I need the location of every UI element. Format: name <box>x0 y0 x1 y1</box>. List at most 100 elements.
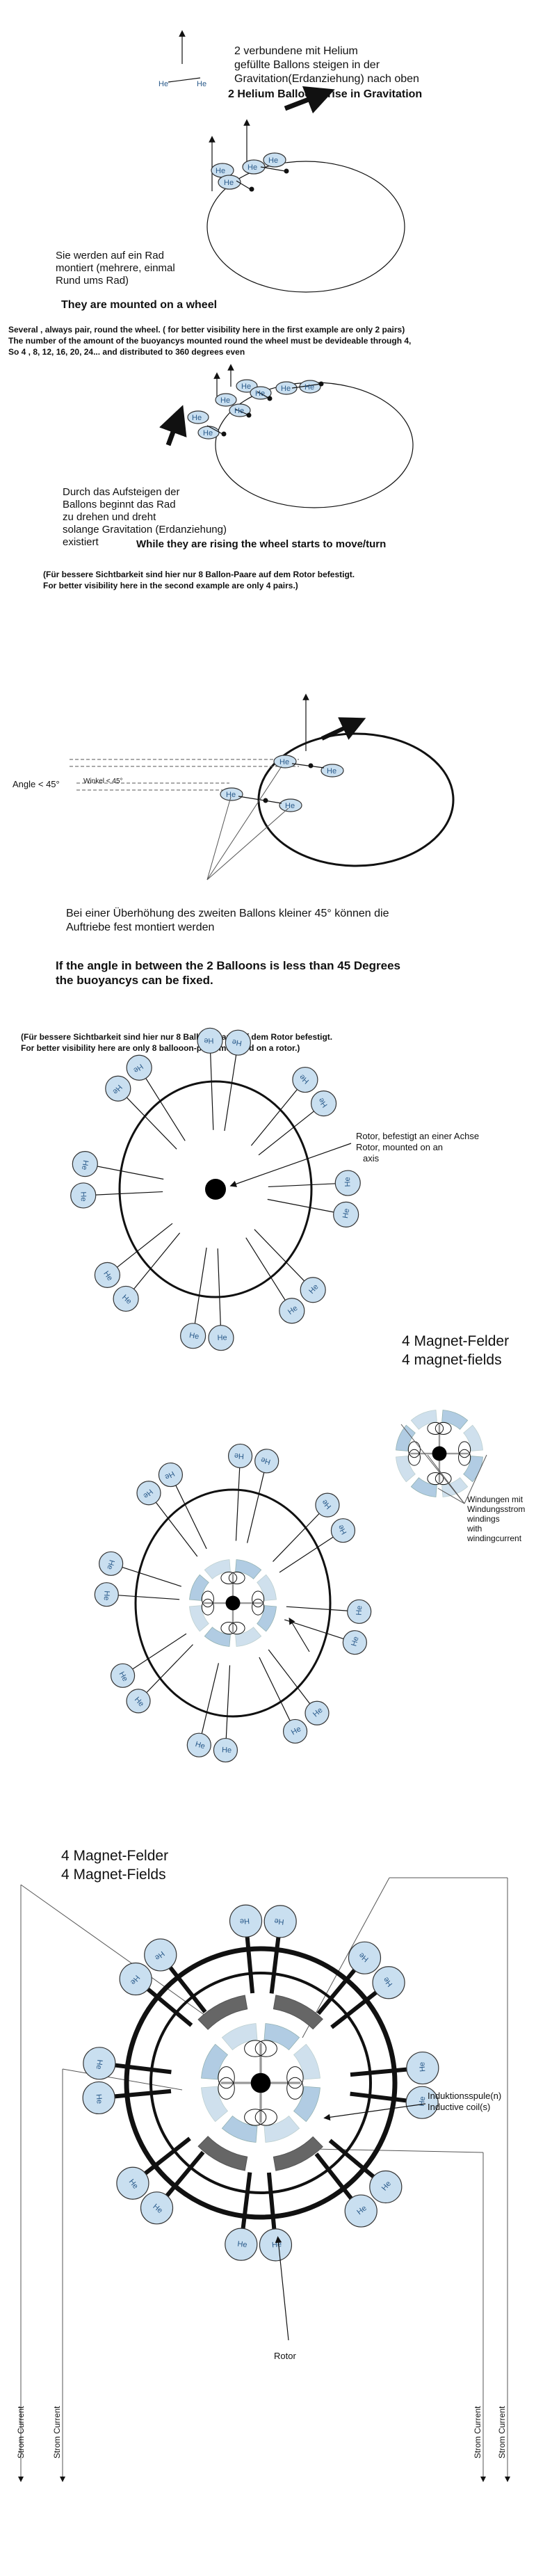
balloon-label: He <box>239 1917 250 1926</box>
balloon <box>70 1182 97 1209</box>
note-line: Several , always pair, round the wheel. … <box>8 325 405 335</box>
rotor-label: Rotor <box>274 2351 296 2361</box>
mount-point <box>221 431 227 437</box>
balloon-label: He <box>220 396 230 405</box>
section-4-angle: He He He He Angle < 45° Winkel < 45° Bei… <box>13 693 455 987</box>
balloon-label: He <box>285 802 295 810</box>
text-de-line: zu drehen und dreht <box>63 511 156 523</box>
text-de-line: Durch das Aufsteigen der <box>63 486 179 498</box>
balloon <box>229 1904 263 1938</box>
tether <box>206 425 223 435</box>
tether <box>107 1223 173 1275</box>
tether <box>138 1644 193 1702</box>
coil-label-line: Inductive coil(s) <box>428 2102 490 2112</box>
note-line: So 4 , 8, 12, 16, 20, 24... and distribu… <box>8 347 245 357</box>
angle-label: Angle < 45° <box>13 779 60 789</box>
balloon <box>372 1966 405 1999</box>
balloon <box>282 1718 308 1744</box>
balloon-label: He <box>281 385 291 393</box>
balloon-label: He <box>350 1636 360 1648</box>
balloon <box>218 175 241 190</box>
balloon <box>126 1054 152 1081</box>
note-line: For better visibility here in the second… <box>43 581 298 590</box>
coil-winding <box>244 2040 267 2057</box>
section-7-generator: 4 Magnet-Felder 4 Magnet-Fields HeHeHeHe… <box>16 1848 510 2482</box>
balloon <box>292 1066 318 1093</box>
pole-shoe <box>204 1627 231 1647</box>
coil-winding <box>435 1472 452 1486</box>
coil-winding <box>252 1591 265 1608</box>
coil-winding <box>427 1422 444 1435</box>
coil-winding <box>254 2109 277 2126</box>
pointer-line <box>206 766 282 880</box>
motion-arrow <box>320 717 366 741</box>
balloon <box>110 1663 136 1688</box>
mount-point <box>267 396 273 401</box>
title-de-line-2: gefüllte Ballons steigen in der <box>234 59 380 71</box>
mount-point <box>246 412 252 418</box>
current-label: Strom Current <box>473 2406 482 2458</box>
balloon-label: He <box>159 80 168 88</box>
balloon <box>105 1075 131 1102</box>
coil-winding <box>254 2040 277 2057</box>
balloon-label: He <box>234 407 244 415</box>
tether <box>148 1492 198 1557</box>
wheel <box>215 382 414 508</box>
balloon-label: He <box>255 389 265 398</box>
mount-point <box>249 186 254 192</box>
balloon-label: He <box>203 429 213 437</box>
balloon <box>263 152 286 168</box>
tether <box>268 1182 348 1188</box>
stator-magnet <box>197 1995 248 2030</box>
text-de-line: Ballons beginnt das Rad <box>63 499 176 510</box>
text-en: While they are rising the wheel starts t… <box>136 538 386 550</box>
tether <box>284 1619 355 1643</box>
balloon <box>119 1962 152 1996</box>
balloon <box>72 1151 98 1177</box>
balloon <box>83 2047 116 2080</box>
balloon-label: He <box>224 179 234 187</box>
balloon-label: He <box>237 2240 247 2250</box>
coil-winding <box>228 1622 245 1635</box>
text-de-line: Sie werden auf ein Rad <box>56 250 164 261</box>
coil-label-line: Induktionsspule(n) <box>428 2091 501 2101</box>
tether <box>217 1248 222 1338</box>
balloon <box>259 2228 293 2262</box>
balloon <box>158 1462 184 1488</box>
balloon-label: He <box>226 791 236 799</box>
balloon <box>99 1551 124 1576</box>
current-label: Strom Current <box>497 2406 507 2458</box>
section-1-two-balloons: He He 2 verbundene mit Helium gefüllte B… <box>159 30 422 100</box>
pole-shoe <box>396 1456 416 1483</box>
pole-shoe <box>189 1574 209 1601</box>
balloon <box>144 1938 177 1972</box>
balloon <box>405 2086 439 2119</box>
text-de-line: montiert (mehrere, einmal <box>56 262 175 274</box>
pointer-line <box>464 1454 487 1504</box>
balloon <box>208 1325 234 1351</box>
tether <box>198 1663 219 1746</box>
tether <box>291 383 322 389</box>
balloon <box>197 1027 223 1054</box>
winkel-label: Winkel < 45° <box>83 778 123 785</box>
rotor-axis <box>205 1179 226 1200</box>
balloon-label: He <box>95 2094 104 2104</box>
balloon <box>215 393 237 407</box>
balloon-label: He <box>192 414 202 422</box>
balloon <box>186 1732 211 1757</box>
balloon <box>279 1298 305 1324</box>
balloon-label: He <box>268 156 278 165</box>
magnet-title-line: 4 Magnet-Felder <box>61 1848 168 1864</box>
text-de-line: existiert <box>63 536 99 548</box>
balloon <box>116 2166 149 2200</box>
balloon-label: He <box>305 383 314 392</box>
pole-shoe <box>293 2043 320 2080</box>
balloon-label: He <box>188 1331 200 1341</box>
coil-winding <box>286 2077 304 2100</box>
rotor-label-line: axis <box>363 1153 380 1164</box>
balloon-label: He <box>232 1038 243 1047</box>
pointer-line <box>62 2068 183 2091</box>
text-en-line: the buoyancys can be fixed. <box>56 974 213 987</box>
stator-magnets <box>197 1995 323 2171</box>
